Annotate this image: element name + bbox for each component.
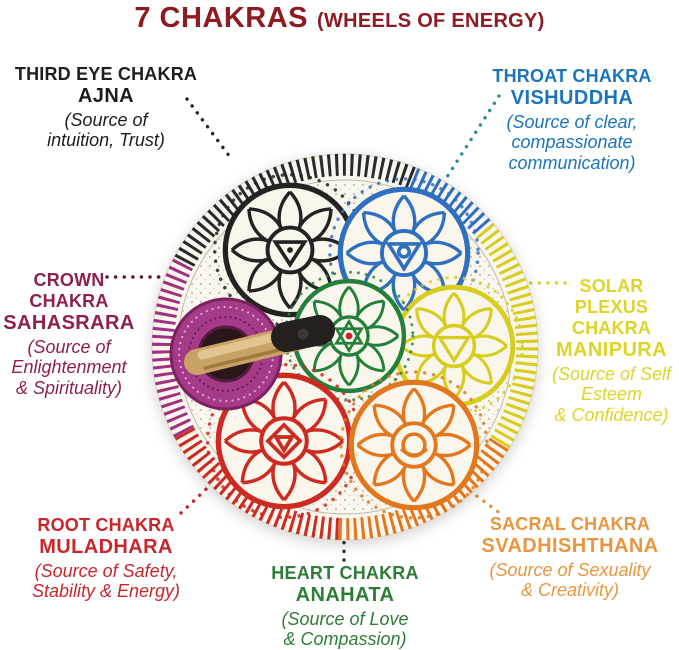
root-sanskrit: MULADHARA bbox=[39, 535, 173, 558]
sacral-sanskrit: SVADHISHTHANA bbox=[481, 534, 659, 557]
third-eye-glyph bbox=[272, 240, 308, 268]
third-eye-name: THIRD EYE CHAKRA bbox=[14, 64, 198, 84]
solar-plexus-name: SOLAR PLEXUS CHAKRA bbox=[571, 276, 652, 338]
rim-red-segment bbox=[174, 427, 340, 540]
solar-plexus-sanskrit: MANIPURA bbox=[556, 338, 667, 361]
throat-glyph bbox=[385, 242, 423, 273]
palo-santo-stick-icon bbox=[184, 315, 335, 375]
heart-sanskrit: ANAHATA bbox=[295, 583, 395, 606]
page-title: 7 CHAKRAS (WHEELS OF ENERGY) bbox=[0, 2, 679, 35]
root-name: ROOT CHAKRA bbox=[37, 515, 175, 535]
throat-source: (Source of clear, compassionate communic… bbox=[506, 111, 638, 173]
solar-plexus-source: (Source of Self Esteem & Confidence) bbox=[551, 363, 672, 425]
heart-glyph bbox=[334, 318, 364, 354]
solar-plexus-glyph bbox=[436, 335, 472, 364]
third-eye-chakra-label: THIRD EYE CHAKRA AJNA (Source of intuiti… bbox=[0, 64, 212, 151]
crown-chakra-label: CROWN CHAKRA SAHASRARA (Source of Enligh… bbox=[0, 270, 138, 398]
crown-name: CROWN CHAKRA bbox=[29, 270, 109, 311]
heart-name: HEART CHAKRA bbox=[271, 563, 419, 583]
throat-sanskrit: VISHUDDHA bbox=[510, 86, 634, 109]
crown-sanskrit: SAHASRARA bbox=[3, 311, 135, 334]
root-chakra-label: ROOT CHAKRA MULADHARA (Source of Safety,… bbox=[0, 515, 212, 602]
root-glyph bbox=[265, 422, 303, 460]
throat-chakra-label: THROAT CHAKRA VISHUDDHA (Source of clear… bbox=[466, 66, 678, 173]
solar-plexus-chakra-label: SOLAR PLEXUS CHAKRA MANIPURA (Source of … bbox=[544, 276, 679, 425]
sacral-name: SACRAL CHAKRA bbox=[489, 514, 651, 534]
heart-chakra-label: HEART CHAKRA ANAHATA (Source of Love & C… bbox=[238, 563, 452, 650]
rim-yellow-segment bbox=[475, 222, 539, 450]
throat-name: THROAT CHAKRA bbox=[492, 66, 652, 86]
title-subtitle: (WHEELS OF ENERGY) bbox=[317, 10, 545, 32]
chakra-plate bbox=[145, 147, 545, 547]
title-main: 7 CHAKRAS bbox=[134, 2, 309, 34]
root-source: (Source of Safety, Stability & Energy) bbox=[31, 560, 181, 602]
sacral-glyph bbox=[399, 432, 429, 458]
sacral-chakra-label: SACRAL CHAKRA SVADHISHTHANA (Source of S… bbox=[461, 514, 679, 601]
sacral-source: (Source of Sexuality & Creativity) bbox=[489, 559, 651, 601]
crown-source: (Source of Enlightenment & Spirituality) bbox=[11, 336, 127, 398]
third-eye-sanskrit: AJNA bbox=[77, 84, 135, 107]
third-eye-source: (Source of intuition, Trust) bbox=[47, 109, 165, 151]
